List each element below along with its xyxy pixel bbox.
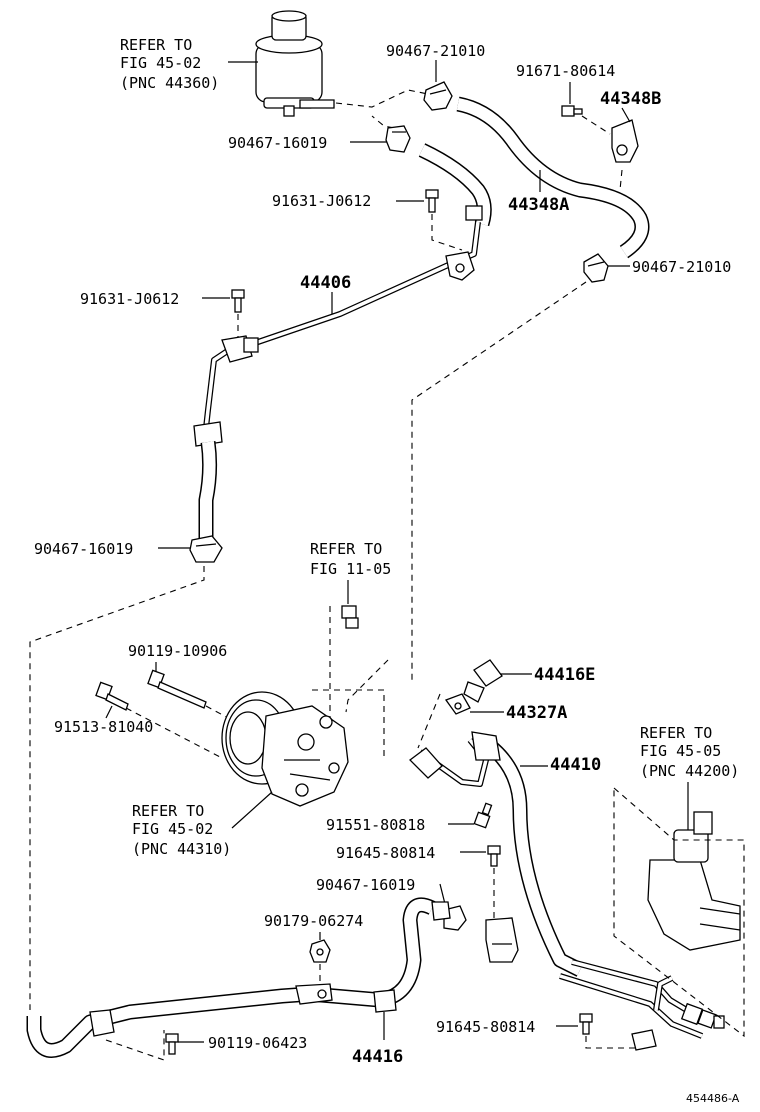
guide-pump-box bbox=[312, 659, 389, 760]
nut-90179-06274[interactable] bbox=[309, 939, 331, 963]
label-44348A: 44348A bbox=[508, 195, 569, 215]
engine-sensor[interactable] bbox=[341, 605, 359, 629]
label-44406: 44406 bbox=[300, 273, 351, 293]
label-ref-pump-3: (PNC 44310) bbox=[132, 840, 231, 858]
reservoir-tank[interactable] bbox=[255, 10, 335, 117]
bolt-91671-80614[interactable] bbox=[561, 105, 583, 117]
bolt-91551-80818[interactable] bbox=[473, 802, 493, 829]
label-ref-gear-3: (PNC 44200) bbox=[640, 762, 739, 780]
bolt-90119-10906[interactable] bbox=[147, 669, 207, 709]
guide-bolt-bracket bbox=[581, 115, 611, 135]
label-9017906274: 90179-06274 bbox=[264, 912, 363, 930]
label-9164580814-b: 91645-80814 bbox=[436, 1018, 535, 1036]
footer-code: 454486-A bbox=[686, 1092, 740, 1105]
label-9046716019-low: 90467-16019 bbox=[316, 876, 415, 894]
label-ref-pump-1: REFER TO bbox=[132, 802, 204, 820]
label-9046716019-top: 90467-16019 bbox=[228, 134, 327, 152]
guide-bolt-a bbox=[431, 214, 463, 251]
guide-gear-box bbox=[613, 786, 745, 1038]
guide-suction-pump bbox=[29, 566, 205, 1010]
label-44416E: 44416E bbox=[534, 665, 595, 685]
bolt-91645-80814-a[interactable] bbox=[487, 845, 501, 867]
union-fitting-44416E[interactable] bbox=[463, 659, 503, 703]
bolt-91631-J0612-b[interactable] bbox=[231, 289, 245, 313]
label-9164580814-a: 91645-80814 bbox=[336, 844, 435, 862]
label-ref-engine-1: REFER TO bbox=[310, 540, 382, 558]
bolt-91645-80814-b[interactable] bbox=[579, 1013, 593, 1035]
pressure-tube-44410[interactable] bbox=[409, 731, 725, 1039]
leader-9151381040 bbox=[105, 705, 113, 719]
label-9046721010-top: 90467-21010 bbox=[386, 42, 485, 60]
guide-bolt-814b bbox=[585, 1035, 643, 1049]
leader-ref-pump bbox=[231, 791, 273, 829]
steering-gear[interactable] bbox=[647, 811, 741, 951]
label-9046721010-right: 90467-21010 bbox=[632, 258, 731, 276]
label-91631J0612-b: 91631-J0612 bbox=[80, 290, 179, 308]
bolt-90119-06423[interactable] bbox=[165, 1033, 179, 1055]
label-ref-gear-1: REFER TO bbox=[640, 724, 712, 742]
label-9011906423: 90119-06423 bbox=[208, 1034, 307, 1052]
hose-clamp-90467-16019-top[interactable] bbox=[385, 125, 411, 153]
hose-clamp-90467-16019-mid[interactable] bbox=[189, 535, 223, 563]
label-9151381040: 91513-81040 bbox=[54, 718, 153, 736]
label-ref-pump-2: FIG 45-02 bbox=[132, 820, 213, 838]
bolt-91631-J0612-a[interactable] bbox=[425, 189, 439, 213]
label-44327A: 44327A bbox=[506, 703, 567, 723]
leader-44348B bbox=[621, 107, 631, 123]
pipe-bracket[interactable] bbox=[485, 917, 519, 963]
label-44416: 44416 bbox=[352, 1047, 403, 1067]
label-ref-gear-2: FIG 45-05 bbox=[640, 742, 721, 760]
label-ref-tank-1: REFER TO bbox=[120, 36, 192, 54]
pipe-bracket-lower[interactable] bbox=[631, 1029, 657, 1051]
label-ref-engine-2: FIG 11-05 bbox=[310, 560, 391, 578]
bracket-44348B[interactable] bbox=[611, 119, 639, 163]
label-44410: 44410 bbox=[550, 755, 601, 775]
label-9155180818: 91551-80818 bbox=[326, 816, 425, 834]
label-44348B: 44348B bbox=[600, 89, 661, 109]
bolt-91513-81040[interactable] bbox=[95, 681, 129, 711]
gasket-44327A[interactable] bbox=[444, 693, 471, 715]
power-steering-pump[interactable] bbox=[221, 691, 349, 807]
guide-return-to-pump bbox=[411, 281, 587, 680]
label-9167180614: 91671-80614 bbox=[516, 62, 615, 80]
suction-pipe-44406[interactable] bbox=[193, 143, 492, 544]
label-9011910906: 90119-10906 bbox=[128, 642, 227, 660]
label-91631J0612-a: 91631-J0612 bbox=[272, 192, 371, 210]
guide-bolt-06423 bbox=[105, 1030, 165, 1061]
label-ref-tank-3: (PNC 44360) bbox=[120, 74, 219, 92]
hose-clamp-90467-21010-top[interactable] bbox=[423, 81, 453, 111]
return-tube-44416[interactable] bbox=[26, 897, 451, 1058]
hose-clamp-90467-21010-right[interactable] bbox=[583, 253, 609, 283]
label-ref-tank-2: FIG 45-02 bbox=[120, 54, 201, 72]
guide-bolt-81040 bbox=[125, 707, 223, 759]
label-9046716019-mid: 90467-16019 bbox=[34, 540, 133, 558]
guide-fitting bbox=[417, 693, 441, 749]
guide-bracket-hose bbox=[619, 169, 623, 191]
return-hose-44348A[interactable] bbox=[456, 96, 650, 259]
guide-tank-clamp bbox=[335, 89, 429, 108]
